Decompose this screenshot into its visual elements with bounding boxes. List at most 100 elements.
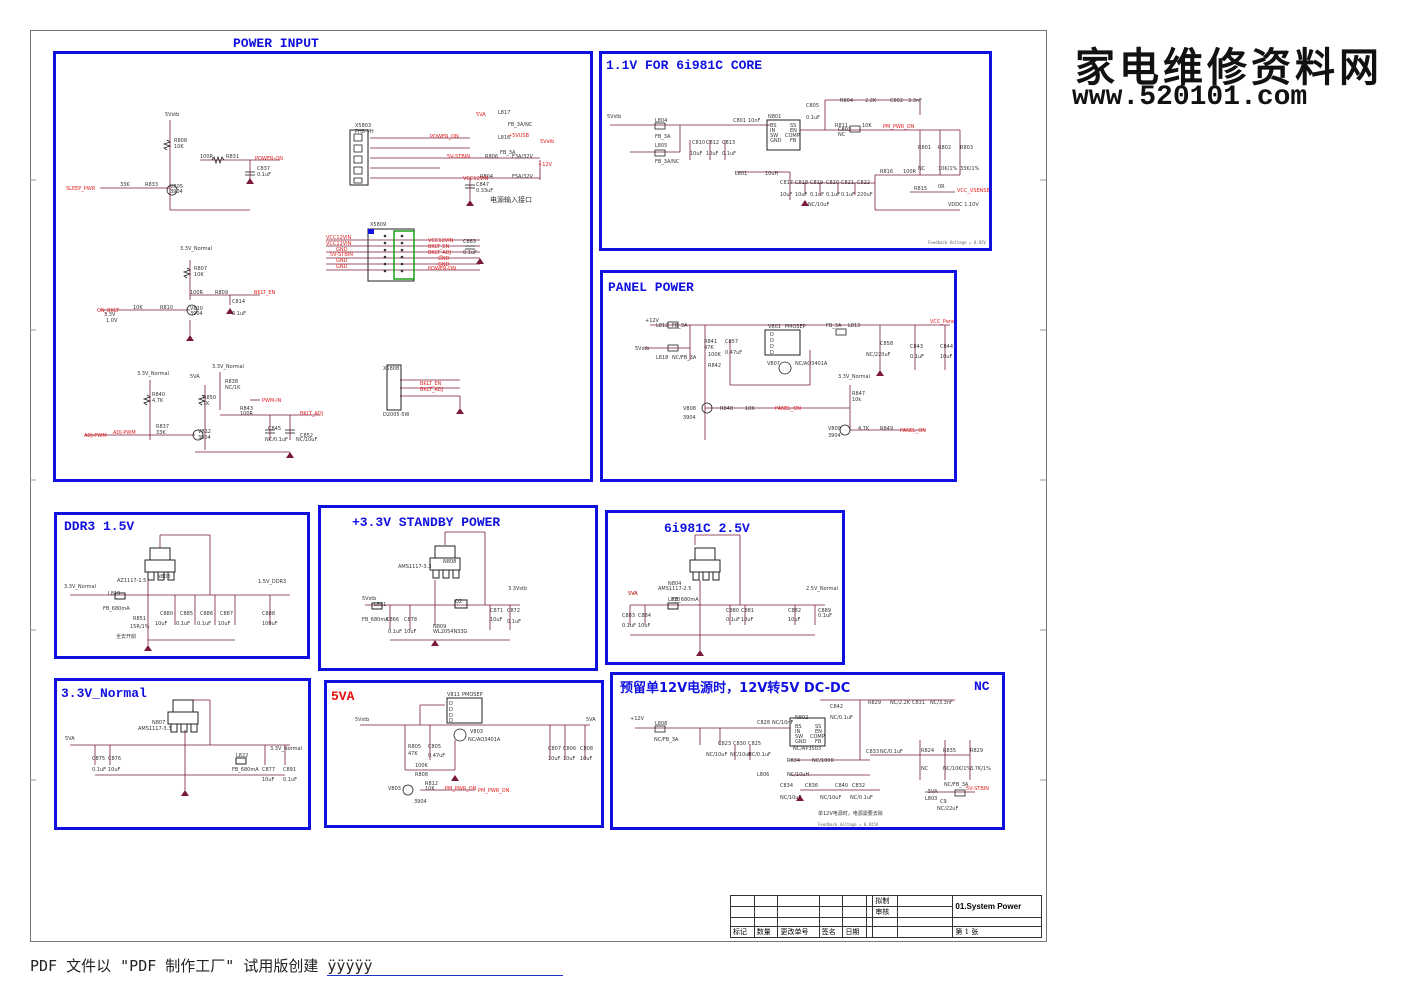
svg-text:+12V: +12V xyxy=(538,162,553,168)
svg-text:R804: R804 xyxy=(840,98,853,104)
svg-text:C817: C817 xyxy=(780,180,793,186)
svg-text:FB_3A: FB_3A xyxy=(672,323,688,329)
svg-text:R829: R829 xyxy=(970,748,983,754)
svg-text:R804: R804 xyxy=(480,174,493,180)
svg-text:2.2K: 2.2K xyxy=(865,98,877,104)
svg-text:C858: C858 xyxy=(880,341,893,347)
svg-text:NC/10uF: NC/10uF xyxy=(706,752,727,758)
svg-text:C880: C880 xyxy=(726,608,739,614)
svg-text:3.3V_Normal: 3.3V_Normal xyxy=(838,374,870,380)
svg-text:NC/100K: NC/100K xyxy=(812,758,834,764)
svg-text:NC/FB_3A: NC/FB_3A xyxy=(672,355,697,361)
svg-text:L804: L804 xyxy=(655,118,667,124)
svg-text:C863: C863 xyxy=(463,239,476,245)
svg-text:PM_PWR_ON: PM_PWR_ON xyxy=(883,124,915,130)
svg-text:FB_680mA: FB_680mA xyxy=(362,617,389,623)
svg-text:NC/0.1uF: NC/0.1uF xyxy=(850,795,873,801)
svg-text:3.3V_Normal: 3.3V_Normal xyxy=(212,364,244,370)
svg-text:N808: N808 xyxy=(443,559,456,565)
svg-text:0.1uF: 0.1uF xyxy=(388,629,402,635)
svg-text:C825: C825 xyxy=(748,741,761,747)
svg-text:2.5V_Normal: 2.5V_Normal xyxy=(806,586,838,592)
block-title-power-input: POWER INPUT xyxy=(233,36,319,51)
svg-text:NC/3.3nF: NC/3.3nF xyxy=(930,700,953,706)
svg-text:+12V: +12V xyxy=(645,318,660,324)
svg-text:C889: C889 xyxy=(818,608,831,614)
svg-text:C820: C820 xyxy=(826,180,839,186)
svg-text:N803: N803 xyxy=(157,574,170,580)
svg-text:220uF: 220uF xyxy=(857,192,873,198)
svg-text:VCC12VIN: VCC12VIN xyxy=(463,176,489,182)
svg-text:10uF: 10uF xyxy=(706,151,719,157)
svg-text:5VA: 5VA xyxy=(476,112,486,118)
tb-title: 01.System Power xyxy=(952,895,1042,918)
tb-check: 审核 xyxy=(872,906,899,918)
svg-text:L803: L803 xyxy=(925,796,937,802)
svg-text:0.47uF: 0.47uF xyxy=(428,753,445,759)
svg-text:R851: R851 xyxy=(133,616,146,622)
svg-text:VCC12VIN: VCC12VIN xyxy=(326,241,352,247)
svg-text:C837: C837 xyxy=(257,166,270,172)
svg-text:10k: 10k xyxy=(852,397,861,403)
svg-text:PMOSEP: PMOSEP xyxy=(785,324,806,330)
svg-text:5Vstb: 5Vstb xyxy=(607,114,621,120)
svg-text:R835: R835 xyxy=(943,748,956,754)
block-power-input xyxy=(53,51,593,482)
svg-text:R829: R829 xyxy=(868,700,881,706)
svg-text:L806: L806 xyxy=(757,772,769,778)
svg-text:0.1uF: 0.1uF xyxy=(232,311,246,317)
svg-text:C882: C882 xyxy=(788,608,801,614)
svg-text:0.47uF: 0.47uF xyxy=(725,350,742,356)
svg-text:BS: BS xyxy=(795,724,802,730)
svg-text:FB_3A: FB_3A xyxy=(826,323,842,329)
svg-text:NC/10K/1%: NC/10K/1% xyxy=(943,766,971,772)
svg-text:VDDC 1.10V: VDDC 1.10V xyxy=(948,202,979,208)
svg-text:R840: R840 xyxy=(152,392,165,398)
svg-text:R838: R838 xyxy=(225,379,238,385)
svg-text:C810: C810 xyxy=(692,140,705,146)
svg-text:47K: 47K xyxy=(704,345,714,351)
svg-text:NC/10uF: NC/10uF xyxy=(808,202,829,208)
svg-text:D: D xyxy=(449,707,453,713)
svg-text:VCC12VIN: VCC12VIN xyxy=(326,235,352,241)
svg-text:EN: EN xyxy=(790,128,797,134)
svg-text:R831: R831 xyxy=(226,154,239,160)
svg-text:10K: 10K xyxy=(174,144,184,150)
svg-text:BS: BS xyxy=(770,123,777,129)
footer-link[interactable]: ÿÿÿÿÿ xyxy=(327,957,563,976)
svg-text:0.1uF: 0.1uF xyxy=(726,617,740,623)
svg-text:D: D xyxy=(449,713,453,719)
svg-text:L812: L812 xyxy=(656,323,668,329)
svg-text:NC/0.1uF: NC/0.1uF xyxy=(830,715,853,721)
svg-text:C886: C886 xyxy=(200,611,213,617)
svg-text:100R: 100R xyxy=(240,411,254,417)
tb-change: 更改单号 xyxy=(777,926,820,938)
svg-text:10uF: 10uF xyxy=(638,623,651,629)
svg-text:10uF: 10uF xyxy=(795,192,808,198)
svg-text:NC/1K: NC/1K xyxy=(225,385,241,391)
block-ddr3 xyxy=(54,512,310,659)
schematic-sheet xyxy=(30,30,1047,942)
svg-text:3.3V_Normal: 3.3V_Normal xyxy=(137,371,169,377)
svg-text:3.3V: 3.3V xyxy=(104,312,116,318)
svg-text:5VA: 5VA xyxy=(190,374,200,380)
svg-text:C842: C842 xyxy=(830,704,843,710)
svg-text:R805: R805 xyxy=(408,744,421,750)
watermark-url: www.520101.com xyxy=(1072,82,1308,113)
svg-text:5V-STBIN: 5V-STBIN xyxy=(447,154,470,160)
svg-text:R834: R834 xyxy=(787,758,800,764)
svg-text:X5809: X5809 xyxy=(370,222,386,228)
svg-text:R811: R811 xyxy=(835,123,848,129)
svg-text:NC/0.1uF: NC/0.1uF xyxy=(880,749,903,755)
svg-text:NC: NC xyxy=(918,166,926,172)
svg-text:10K: 10K xyxy=(745,406,755,412)
svg-text:1.5V_DDR3: 1.5V_DDR3 xyxy=(258,579,286,585)
svg-text:R842: R842 xyxy=(708,363,721,369)
svg-text:C866: C866 xyxy=(386,617,399,623)
svg-text:VCC_VSENSE: VCC_VSENSE xyxy=(957,188,990,194)
svg-text:10K/1%: 10K/1% xyxy=(938,166,958,172)
svg-text:GND: GND xyxy=(438,256,450,262)
block-title-standby: +3.3V STANDBY POWER xyxy=(352,515,501,530)
svg-text:R849: R849 xyxy=(880,426,893,432)
